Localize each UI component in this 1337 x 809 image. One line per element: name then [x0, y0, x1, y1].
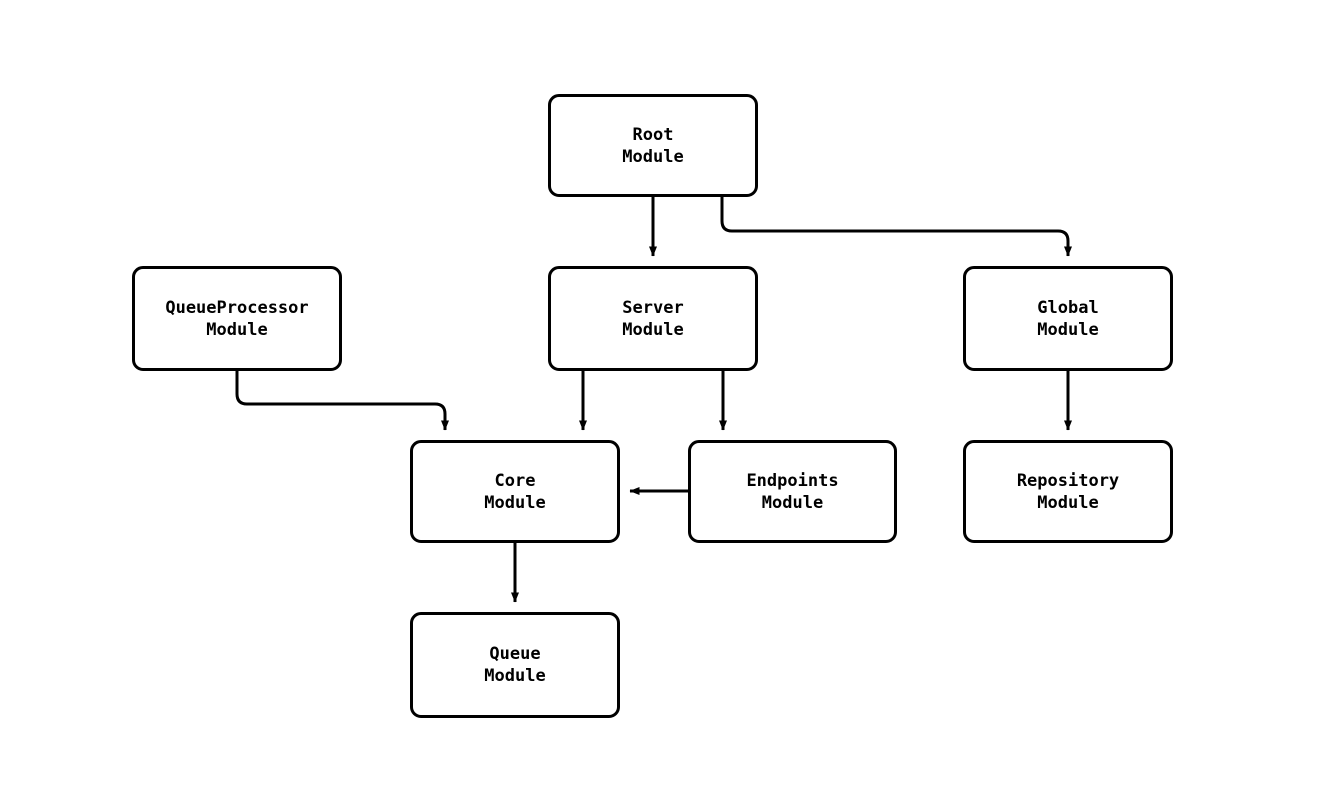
- node-core-module-label-line2: Module: [484, 492, 546, 513]
- edge-queueprocessor-to-core: [235, 371, 449, 431]
- node-root-module-label-line2: Module: [622, 146, 684, 167]
- node-global-module[interactable]: Global Module: [963, 266, 1173, 371]
- node-repository-module-label-line2: Module: [1037, 492, 1099, 513]
- node-queue-module[interactable]: Queue Module: [410, 612, 620, 718]
- node-root-module[interactable]: Root Module: [548, 94, 758, 197]
- node-queue-module-label-line2: Module: [484, 666, 546, 686]
- node-endpoints-module[interactable]: Endpoints Module: [688, 440, 897, 543]
- node-global-module-label-line2: Module: [1037, 319, 1099, 340]
- node-global-module-label-line1: Global: [1037, 297, 1099, 318]
- node-core-module[interactable]: Core Module: [410, 440, 620, 543]
- edge-root-to-global: [720, 197, 1072, 257]
- node-repository-module-label-line1: Repository: [1016, 470, 1120, 491]
- node-server-module[interactable]: Server Module: [548, 266, 758, 371]
- node-core-module-label-line1: Core: [494, 470, 536, 491]
- node-server-module-label-line2: Module: [622, 319, 684, 340]
- node-root-module-label-line1: Root: [632, 124, 674, 145]
- node-queueprocessor-module-label-line2: Module: [206, 319, 268, 340]
- node-queue-module-label-line1: Queue: [489, 644, 541, 664]
- node-endpoints-module-label-line2: Module: [761, 492, 824, 513]
- node-queueprocessor-module-label-line1: QueueProcessor: [165, 297, 309, 318]
- node-server-module-label-line1: Server: [622, 297, 684, 318]
- node-endpoints-module-label-line1: Endpoints: [746, 470, 839, 491]
- node-repository-module[interactable]: Repository Module: [963, 440, 1173, 543]
- node-queueprocessor-module[interactable]: QueueProcessor Module: [132, 266, 342, 371]
